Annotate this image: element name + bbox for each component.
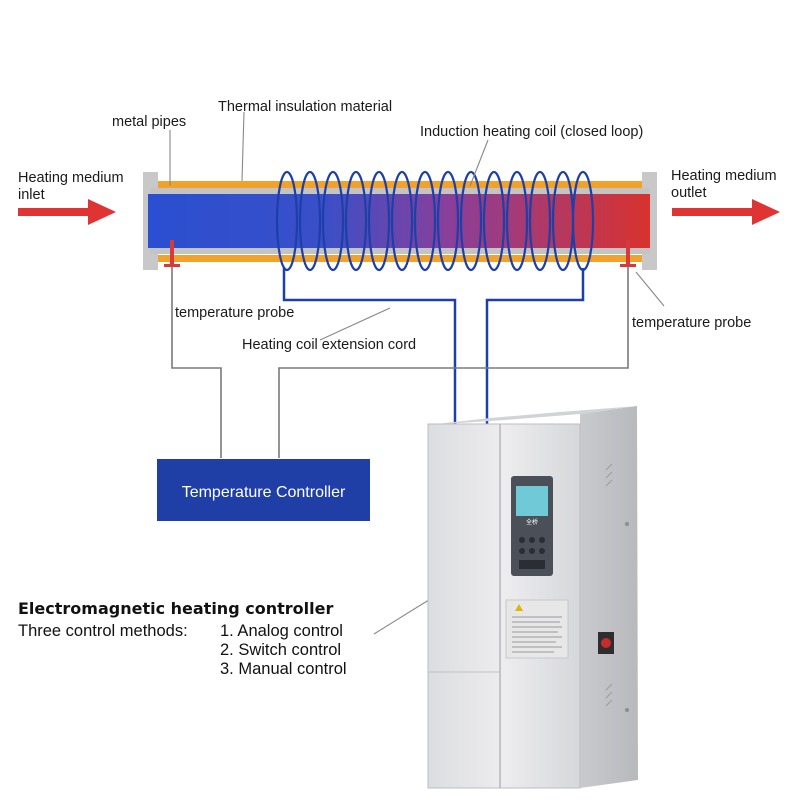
side-bolt (625, 708, 629, 712)
insulation-label: Thermal insulation material (218, 99, 392, 115)
leader-lines (169, 111, 665, 635)
side-vents (605, 463, 613, 707)
probe-right-label: temperature probe (632, 315, 751, 331)
coil-turn (436, 170, 460, 272)
coil-turn (528, 170, 552, 272)
warning-icon (515, 604, 523, 611)
insulation-bottom (158, 255, 642, 262)
control-method-2: 2. Switch control (220, 641, 341, 659)
control-methods-prefix: Three control methods: (18, 622, 188, 640)
coil-turn (367, 170, 391, 272)
keypad-button (519, 548, 525, 554)
display-badge: 全桥 (526, 518, 538, 526)
coil-turn (390, 170, 414, 272)
heating-medium-flow (148, 194, 650, 248)
temperature-controller-box (157, 459, 370, 521)
inlet-label-line2: inlet (18, 187, 45, 203)
probe-marker-icon (170, 240, 174, 266)
coil-label: Induction heating coil (closed loop) (420, 124, 643, 140)
coil-turn (321, 170, 345, 272)
metal-pipes-label: metal pipes (112, 114, 186, 130)
coil-turn (344, 170, 368, 272)
outlet-label-line1: Heating medium (671, 168, 777, 184)
temperature-controller: Temperature Controller (157, 459, 370, 521)
keypad-button (529, 548, 535, 554)
controller-cabinet: 全桥 (427, 406, 638, 789)
controller-title: Electromagnetic heating controller (18, 599, 333, 618)
probe-marker-icon (626, 240, 630, 266)
inlet-label-line1: Heating medium (18, 170, 124, 186)
probe-left (164, 240, 180, 267)
metal-pipe-top (150, 188, 650, 194)
probe-right (620, 240, 636, 267)
power-switch-button (601, 638, 611, 648)
coil-turn (459, 170, 483, 272)
coil-extension-cord (282, 268, 585, 425)
cabinet-side (580, 406, 638, 788)
coil-turn (413, 170, 437, 272)
right-arrow-icon (18, 199, 116, 225)
metal-pipe-bottom (150, 248, 650, 254)
pipe-assembly (143, 172, 657, 270)
temperature-controller-label: Temperature Controller (182, 484, 346, 501)
right-arrow-icon (672, 199, 780, 225)
extension-cord-label: Heating coil extension cord (242, 337, 416, 353)
keypad-button (519, 537, 525, 543)
coil-turn (482, 170, 506, 272)
keypad-button (529, 537, 535, 543)
warning-label (505, 599, 569, 659)
coil-turn (505, 170, 529, 272)
cabinet-top (428, 406, 637, 425)
keypad-button (539, 548, 545, 554)
insulation-top (158, 181, 642, 188)
keypad-button (539, 537, 545, 543)
coil-turn (275, 170, 299, 272)
control-method-3: 3. Manual control (220, 660, 347, 678)
probe-left-label: temperature probe (175, 305, 294, 321)
probe-wires (171, 265, 629, 458)
side-bolt (625, 522, 629, 526)
coil-turn (298, 170, 322, 272)
induction-coil (275, 170, 595, 272)
outlet-label-line2: outlet (671, 185, 706, 201)
display-screen (516, 486, 548, 516)
control-method-1: 1. Analog control (220, 622, 343, 640)
